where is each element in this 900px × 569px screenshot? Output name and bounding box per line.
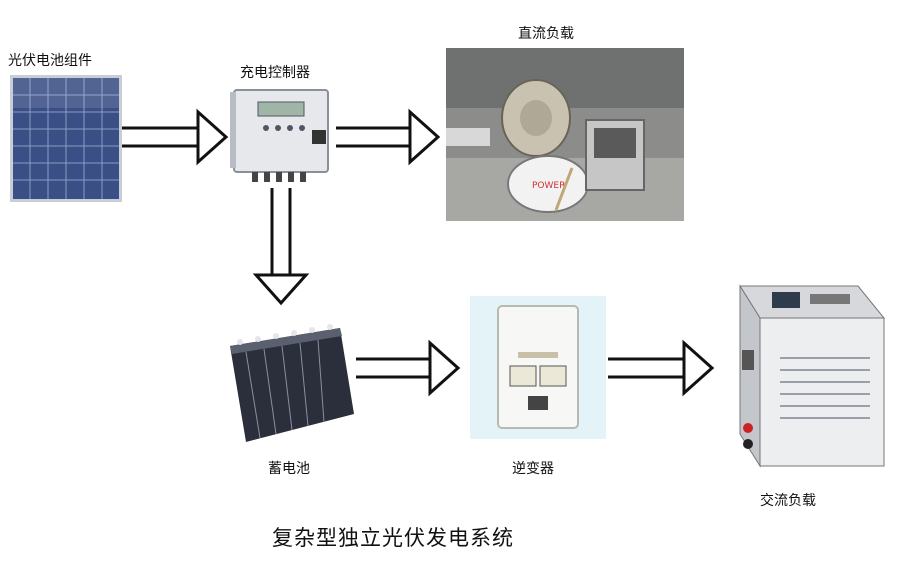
- battery-label: 蓄电池: [268, 461, 310, 477]
- solar-panel-image: [10, 75, 122, 202]
- ac-load-label: 交流负载: [760, 493, 816, 509]
- inverter-label: 逆变器: [512, 461, 554, 477]
- svg-text:POWER: POWER: [532, 181, 565, 191]
- diagram-caption: 复杂型独立光伏发电系统: [272, 526, 514, 550]
- inverter-image: [470, 296, 606, 439]
- arrow-inverter-to-ac-load: [608, 339, 715, 397]
- charge-controller-label: 充电控制器: [240, 65, 310, 81]
- arrow-controller-to-dc-load: [336, 108, 441, 166]
- battery-image: [230, 324, 354, 442]
- dc-load-image: POWER: [446, 48, 684, 221]
- arrow-battery-to-inverter: [356, 339, 461, 397]
- arrow-solar-to-controller: [122, 108, 229, 166]
- ac-load-image: [739, 284, 886, 468]
- arrow-controller-to-battery: [252, 188, 310, 306]
- charge-controller-image: [230, 89, 329, 182]
- dc-load-label: 直流负载: [518, 26, 574, 42]
- solar-panel-label: 光伏电池组件: [8, 53, 92, 69]
